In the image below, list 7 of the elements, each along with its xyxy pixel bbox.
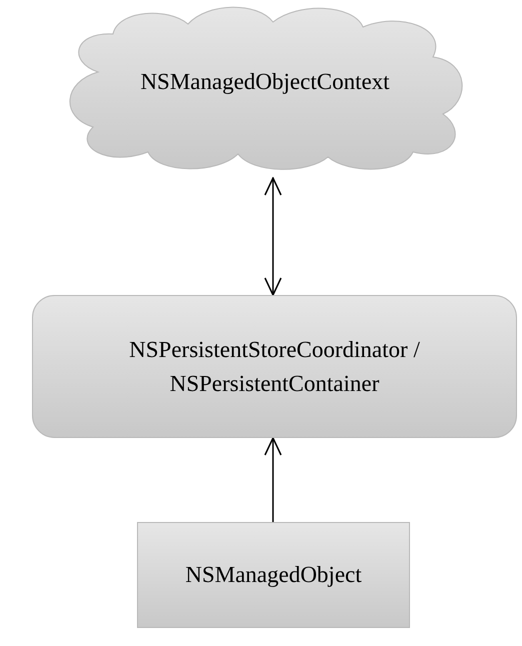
- arrow: [264, 177, 282, 296]
- node-label: NSManagedObjectContext: [140, 68, 390, 96]
- rounded-box: [32, 295, 517, 438]
- node-label: NSPersistentStoreCoordinator / NSPersistentContainer: [128, 336, 421, 398]
- arrow: [264, 437, 282, 522]
- node-label: NSManagedObject: [185, 561, 362, 590]
- process-box: [137, 522, 410, 628]
